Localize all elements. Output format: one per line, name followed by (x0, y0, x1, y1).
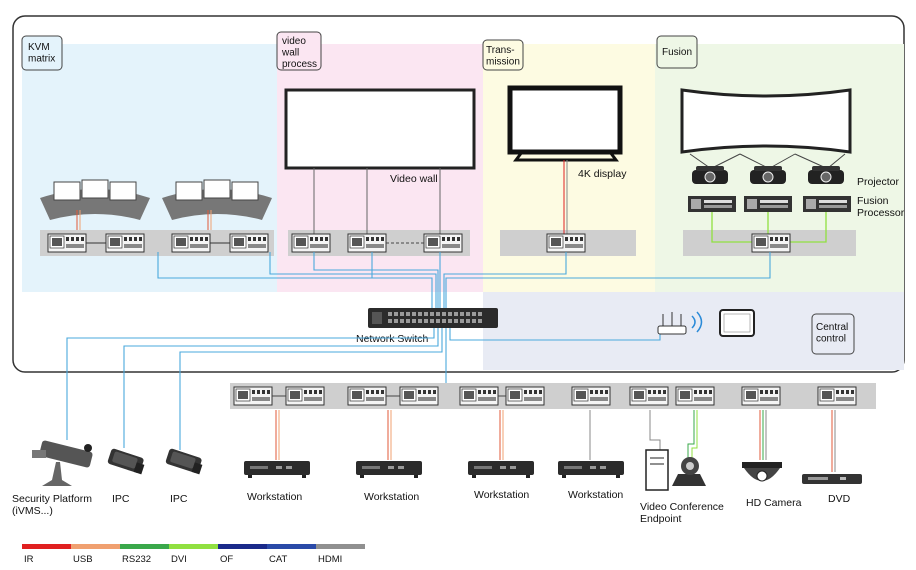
kvm-console-left (39, 179, 151, 221)
bottom-encoder (675, 386, 715, 406)
legend-swatch (267, 544, 316, 549)
bottom-encoder (505, 386, 545, 406)
legend-swatch (120, 544, 169, 549)
legend-label: RS232 (122, 554, 151, 565)
bottom-encoder (629, 386, 669, 406)
fusion-processor-device (744, 196, 792, 212)
bottom-encoder (741, 386, 781, 406)
projector-device (749, 165, 787, 185)
4k-display-label: 4K display (578, 168, 627, 180)
bottom-encoder (347, 386, 387, 406)
video-conference-icon (645, 449, 706, 491)
workstation-device (558, 461, 624, 478)
legend-swatch (71, 544, 120, 549)
ipc-camera-icon (165, 448, 203, 475)
hd-camera-icon (742, 462, 782, 482)
dvd-icon (802, 474, 862, 484)
security-platform-icon (32, 440, 93, 486)
bottom-encoder (233, 386, 273, 406)
legend-swatch (316, 544, 365, 549)
hd-camera-label: HD Camera (746, 497, 802, 509)
video-wall-screen (284, 88, 476, 170)
4k-display (507, 85, 623, 162)
legend-label: CAT (269, 554, 287, 565)
bottom-encoder (399, 386, 439, 406)
router-icon (657, 312, 687, 335)
videowall-encoder (291, 233, 331, 253)
kvm-encoder (171, 233, 211, 253)
projector-label: Projector (857, 176, 900, 188)
legend-swatch (22, 544, 71, 549)
legend-swatch (218, 544, 267, 549)
videowall-encoder (347, 233, 387, 253)
workstation-label-4: Workstation (568, 489, 623, 501)
network-switch-label: Network Switch (356, 333, 429, 345)
ipc-camera-icon (107, 448, 145, 475)
workstation-device (244, 461, 310, 478)
dvd-label: DVD (828, 493, 851, 505)
legend-label: OF (220, 554, 233, 565)
bottom-encoder (459, 386, 499, 406)
videowall-encoder (423, 233, 463, 253)
zone-tag-transmission: Trans-mission (482, 39, 524, 71)
bottom-encoder (817, 386, 857, 406)
zone-tag-fusion-text: Fusion (662, 47, 692, 58)
tablet-icon (719, 309, 755, 337)
ipc-label-2: IPC (170, 493, 188, 505)
workstation-device (356, 461, 422, 478)
bottom-encoder (571, 386, 611, 406)
legend-label: IR (24, 554, 34, 565)
ipc-label-1: IPC (112, 493, 130, 505)
kvm-encoder (105, 233, 145, 253)
projector-device (807, 165, 845, 185)
transmission-encoder (546, 233, 586, 253)
cable-legend: IR USB RS232 DVI OF CAT HDMI (22, 544, 365, 565)
zone-tag-fusion: Fusion (656, 35, 698, 69)
kvm-console-right (161, 179, 273, 221)
workstation-label-3: Workstation (474, 489, 529, 501)
network-switch (368, 308, 498, 328)
security-platform-label: Security Platform(iVMS...) (12, 493, 92, 517)
fusion-curved-screen (680, 88, 852, 154)
workstation-label-2: Workstation (364, 491, 419, 503)
workstation-label-1: Workstation (247, 491, 302, 503)
zone-tag-transmission-text: Trans-mission (486, 45, 520, 68)
legend-label: DVI (171, 554, 187, 565)
video-wall-label: Video wall (390, 173, 438, 185)
fusion-encoder (751, 233, 791, 253)
bottom-encoder (285, 386, 325, 406)
kvm-encoder (47, 233, 87, 253)
cat-cables (66, 252, 771, 450)
workstation-device (468, 461, 534, 478)
fusion-processor-device (688, 196, 736, 212)
legend-label: USB (73, 554, 93, 565)
kvm-encoder (229, 233, 269, 253)
projector-device (691, 165, 729, 185)
wifi-icon (691, 311, 703, 333)
legend-label: HDMI (318, 554, 342, 565)
legend-swatch (169, 544, 218, 549)
fusion-processor-device (803, 196, 851, 212)
